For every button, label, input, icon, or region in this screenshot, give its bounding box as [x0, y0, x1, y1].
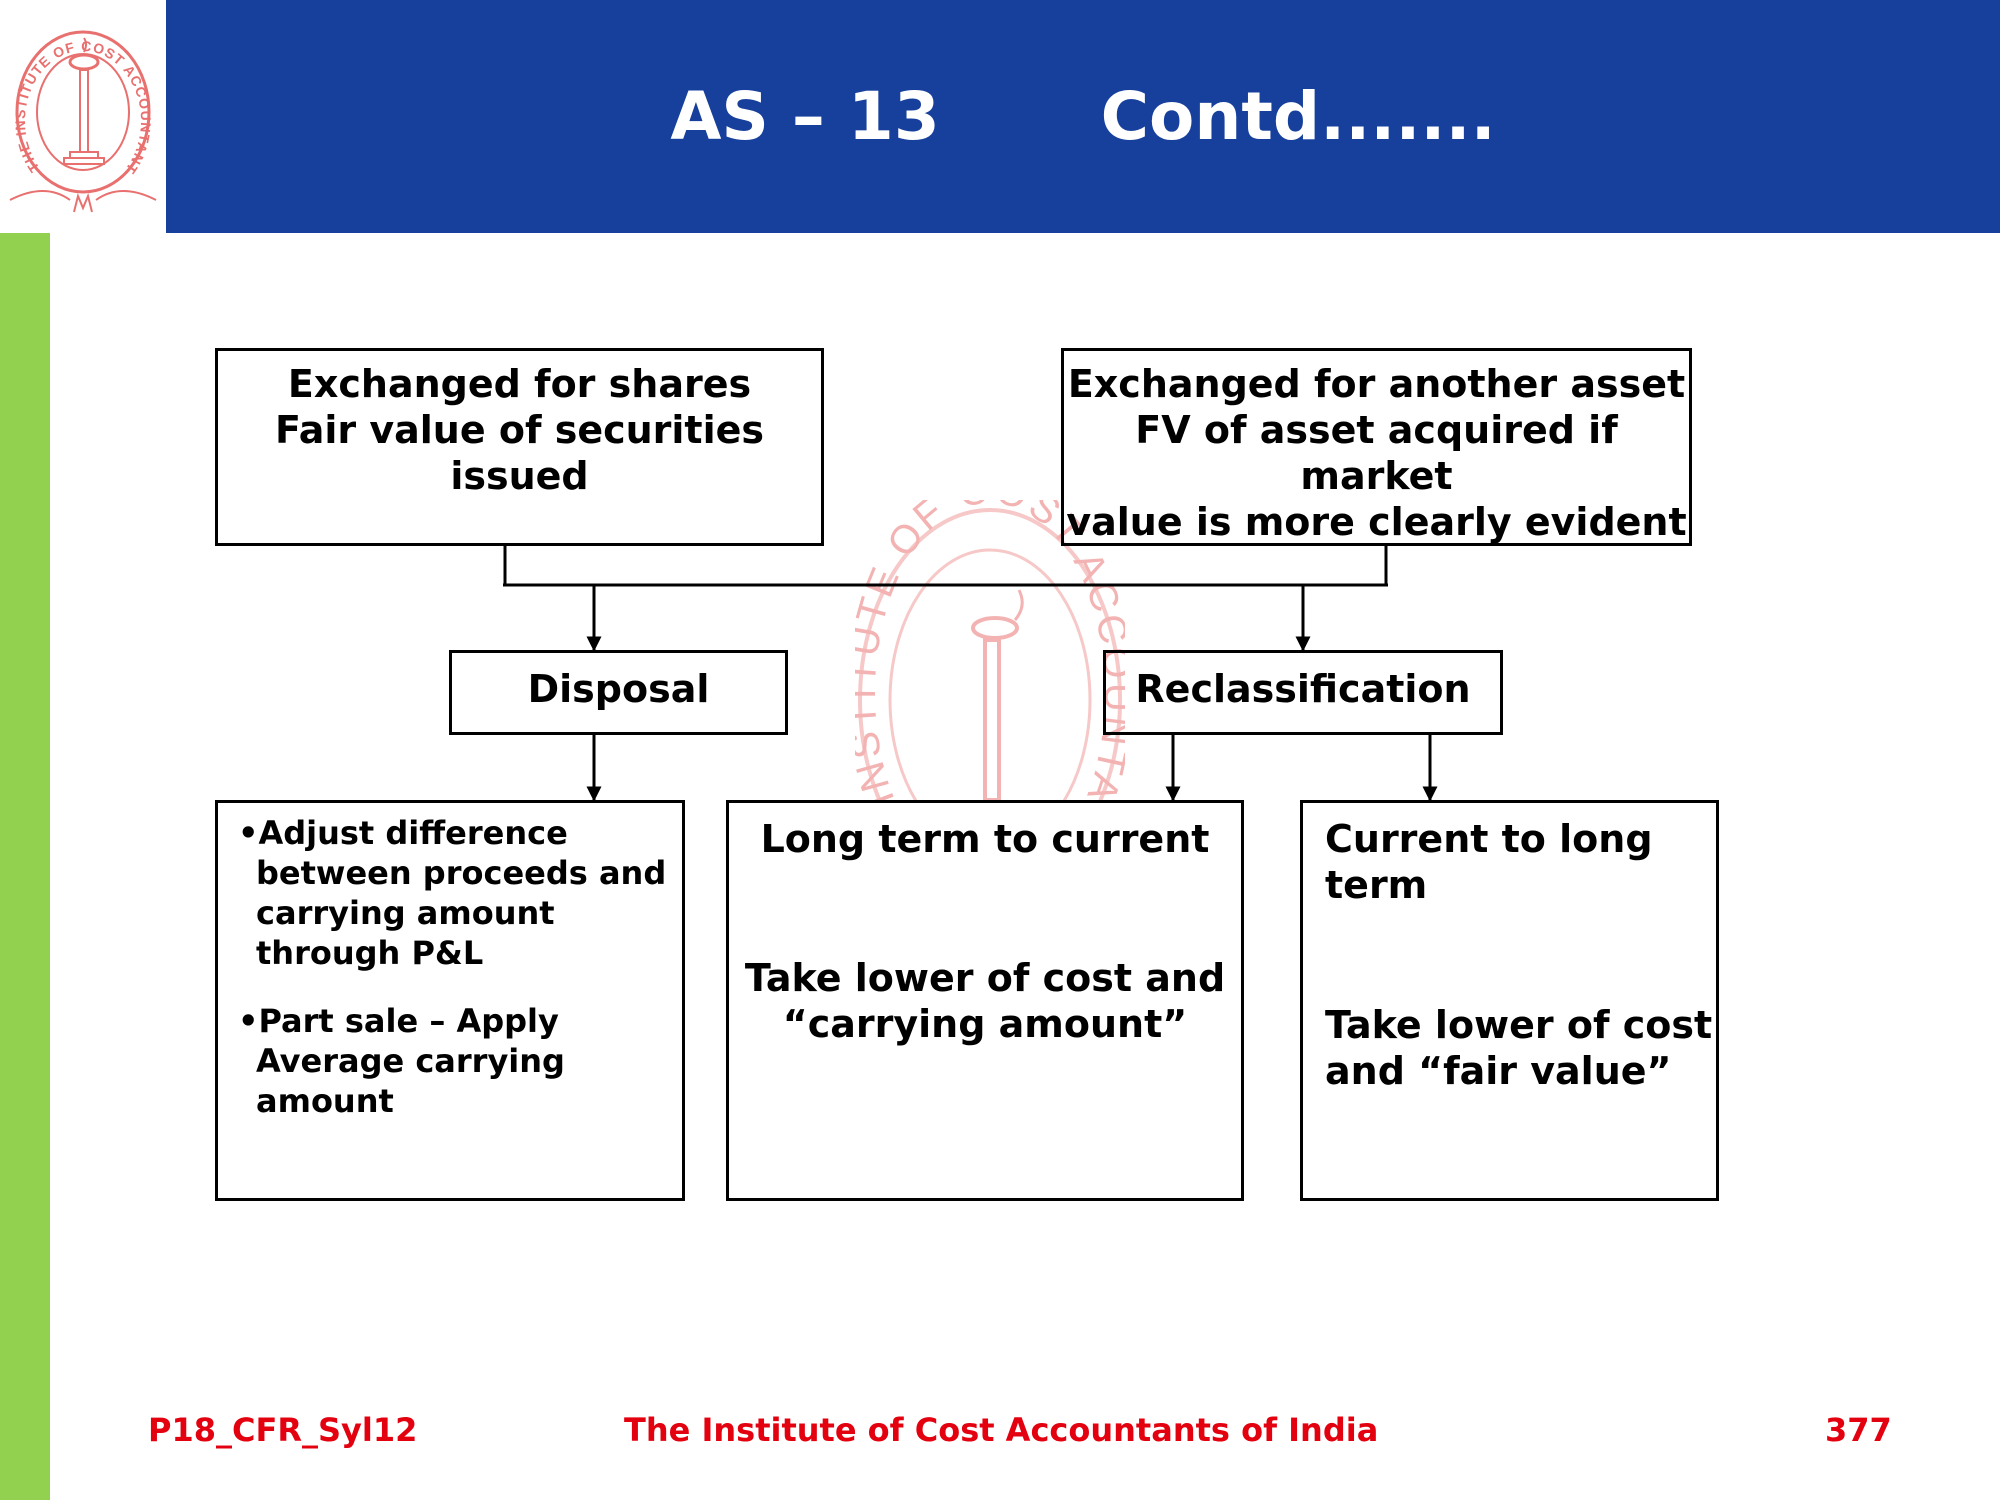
long-term-to-current-heading: Long term to current — [760, 817, 1210, 861]
sidebar-accent-bar — [0, 233, 50, 1500]
exchanged-for-asset-line-3: value is more clearly evident — [1066, 500, 1687, 544]
footer-page-number: 377 — [1825, 1411, 1892, 1449]
current-to-long-term-heading-line-1: Current to long — [1325, 817, 1653, 861]
long-term-to-current-body-line-1: Take lower of cost and — [744, 956, 1226, 1000]
current-to-long-term-body-line-2: and “fair value” — [1325, 1049, 1672, 1093]
slide-title: AS – 13 Contd....... — [670, 78, 1496, 155]
current-to-long-term-body-line-1: Take lower of cost — [1325, 1003, 1713, 1047]
disposal-bullet-part-sale: •Part sale – Apply Average carrying amou… — [238, 1002, 565, 1120]
current-to-long-term-heading-line-2: term — [1325, 863, 1428, 907]
disposal-detail-box: •Adjust difference between proceeds and … — [215, 800, 685, 1201]
exchanged-for-asset-line-2: FV of asset acquired if market — [1135, 408, 1618, 498]
exchanged-for-shares-line-2: Fair value of securities issued — [274, 408, 765, 498]
disposal-bullet-adjust: •Adjust difference between proceeds and … — [238, 814, 667, 972]
disposal-label: Disposal — [527, 667, 710, 711]
exchanged-for-shares-line-1: Exchanged for shares — [287, 362, 752, 406]
reclassification-label: Reclassification — [1135, 667, 1471, 711]
institute-logo: THE INSTITUTE OF COST ACCOUNTANTS OF IND… — [0, 0, 166, 233]
exchanged-for-shares-box: Exchanged for shares Fair value of secur… — [215, 348, 824, 546]
reclassification-box: Reclassification — [1103, 650, 1503, 735]
exchanged-for-asset-line-1: Exchanged for another asset — [1067, 362, 1686, 406]
exchanged-for-asset-box: Exchanged for another asset FV of asset … — [1061, 348, 1692, 546]
institute-watermark: INSTITUTE OF COST ACCOUNTANTS OF — [838, 465, 1137, 892]
disposal-box: Disposal — [449, 650, 788, 735]
long-term-to-current-body-line-2: “carrying amount” — [782, 1002, 1188, 1046]
current-to-long-term-box: Current to long term Take lower of cost … — [1300, 800, 1719, 1201]
header-banner — [166, 0, 2000, 233]
footer-course-code: P18_CFR_Syl12 — [148, 1411, 418, 1449]
footer-institute-name: The Institute of Cost Accountants of Ind… — [624, 1411, 1379, 1449]
long-term-to-current-box: Long term to current Take lower of cost … — [726, 800, 1244, 1201]
